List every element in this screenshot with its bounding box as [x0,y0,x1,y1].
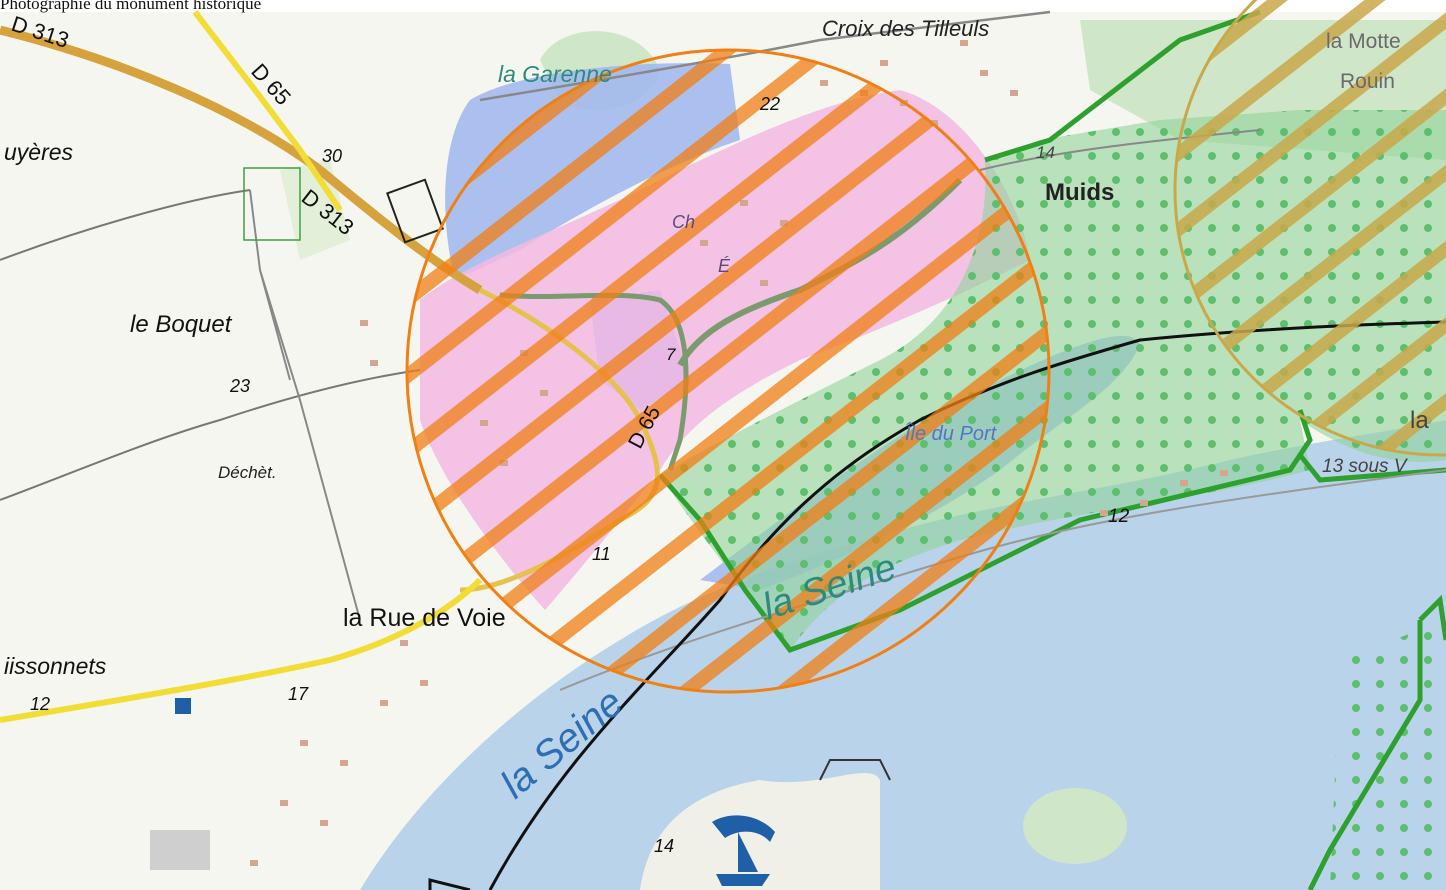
island [1023,788,1127,864]
place-la-garenne: la Garenne [498,61,612,87]
road-minor [0,189,251,261]
place-ile-du-port: Île du Port [905,422,998,445]
parcel [386,178,444,244]
place-muids: Muids [1045,179,1114,206]
place-dechet: Déchèt. [218,463,277,482]
spot-height: 30 [322,146,342,166]
place-ch-partial: Ch [672,212,695,232]
place-la-motte: la Motte [1326,30,1401,53]
map-caption: Photographie du monument historique [0,0,262,13]
river-bank-land [700,500,1446,890]
spot-height: 14 [1036,143,1055,162]
natura-border [1307,594,1446,890]
spot-height: 12 [1108,506,1130,527]
place-la-rue-de-voie: la Rue de Voie [343,604,506,632]
blue-square-icon [175,698,191,714]
road-d65 [192,10,343,212]
spot-height: 23 [229,376,250,396]
place-rouin: Rouin [1340,70,1395,93]
place-le-boquet: le Boquet [130,311,233,338]
spot-height: 22 [759,94,780,114]
road-west [0,577,483,723]
road-minor [249,189,361,621]
place-croix-des-tilleuls: Croix des Tilleuls [822,16,989,41]
jetty [819,759,891,781]
sailboat-icon [712,815,775,886]
boundary-line [428,878,471,890]
spot-height: 14 [654,836,674,856]
road-minor [0,369,421,501]
protection-circle[interactable] [400,40,1060,710]
parcel [243,167,301,241]
spot-height: 12 [30,694,50,714]
place-buissonnets: iissonnets [4,653,107,679]
spot-height: 11 [592,544,611,564]
protection-circle-secondary [1173,0,1446,457]
place-bruyeres: uyères [4,139,74,165]
parcel [150,830,210,870]
spot-height: 17 [288,684,309,704]
place-sous-v: 13 sous V [1322,456,1409,477]
place-la-right: la [1410,407,1429,434]
spot-height: 7 [666,345,676,364]
place-e-partial: É [718,256,731,276]
